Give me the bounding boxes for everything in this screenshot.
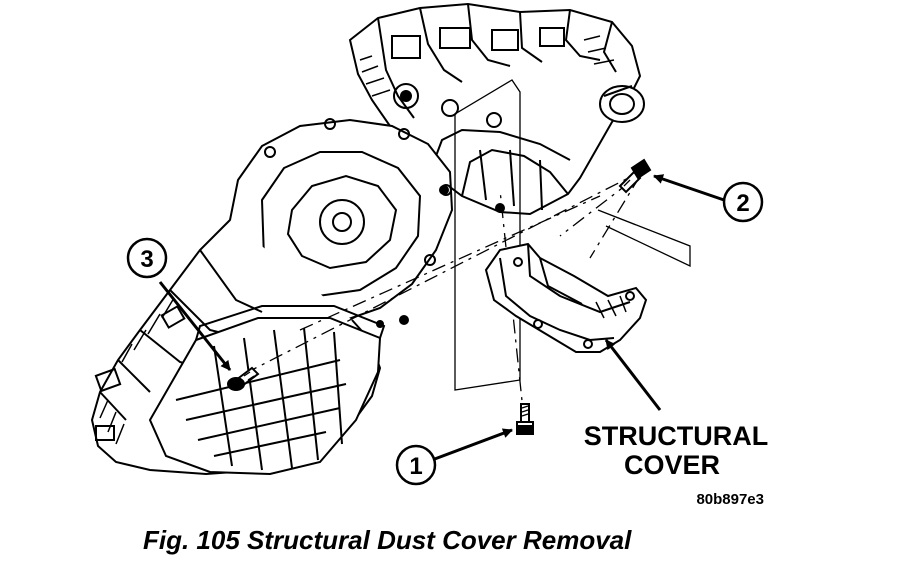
callout-3: 3 (126, 237, 168, 279)
bolt-2 (618, 158, 652, 194)
bolt-1 (516, 403, 534, 435)
callout-2: 2 (722, 181, 764, 223)
reference-frame (454, 79, 691, 391)
leader-arrow-cover (604, 339, 662, 411)
structural-cover-label-line1: STRUCTURAL (584, 421, 768, 451)
structural-cover-part (484, 242, 648, 353)
leader-arrow-2 (653, 174, 725, 202)
figure-code: 80b897e3 (696, 491, 764, 508)
leader-arrow-1 (431, 428, 513, 462)
leader-arrow-3 (158, 281, 232, 371)
leader-arrows (158, 174, 725, 462)
oil-pan (148, 305, 386, 476)
callout-2-number: 2 (736, 190, 749, 217)
structural-cover-label-line2: COVER (624, 450, 720, 480)
callout-3-number: 3 (140, 246, 153, 273)
bolt-3 (227, 366, 260, 391)
alignment-lines (243, 171, 641, 421)
figure-caption: Fig. 105 Structural Dust Cover Removal (143, 525, 632, 555)
callout-1-number: 1 (409, 453, 422, 480)
callout-1: 1 (395, 444, 437, 486)
small-fasteners (376, 185, 505, 328)
